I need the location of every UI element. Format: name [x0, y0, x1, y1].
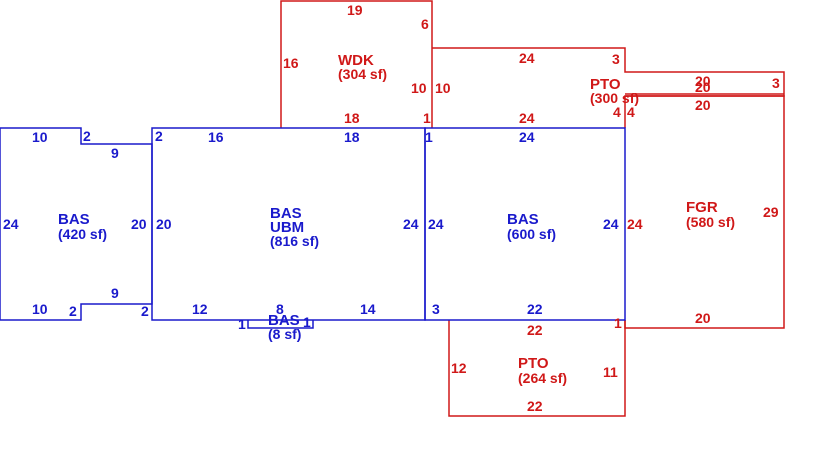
pto-top-dim: 24 [519, 110, 535, 126]
bas-left-area: (420 sf) [58, 226, 107, 242]
bas-right-name: BAS [507, 211, 539, 228]
fgr-name: FGR [686, 199, 718, 216]
wdk-outline [280, 0, 433, 128]
bas-ubm-dim: 14 [360, 301, 376, 317]
fgr-dim: 20 [695, 79, 711, 95]
bas-left-name: BAS [58, 211, 90, 228]
bas-ubm-dim: 24 [403, 216, 419, 232]
bas-ubm-dim: 2 [155, 128, 163, 144]
bas-right-dim: 24 [603, 216, 619, 232]
wdk-dim: 10 [411, 80, 427, 96]
pto-top-dim: 24 [519, 50, 535, 66]
fgr-dim: 29 [763, 204, 779, 220]
pto-top-dim: 10 [435, 80, 451, 96]
wdk-name: WDK [338, 52, 374, 69]
bas-small-area: (8 sf) [268, 326, 301, 342]
bas-left-dim: 9 [111, 285, 119, 301]
bas-left-dim: 20 [131, 216, 147, 232]
bas-right-area: (600 sf) [507, 226, 556, 242]
bas-right-outline [424, 127, 626, 321]
bas-right-dim: 1 [425, 129, 433, 145]
pto-top-dim: 4 [627, 104, 635, 120]
pto-bottom-dim: 22 [527, 398, 543, 414]
pto-bottom-outline [448, 320, 626, 417]
pto-bottom-area: (264 sf) [518, 370, 567, 386]
bas-left-dim: 24 [3, 216, 19, 232]
pto-top-dim: 3 [612, 51, 620, 67]
bas-left-dim: 10 [32, 129, 48, 145]
wdk-dim: 6 [421, 16, 429, 32]
bas-ubm-dim: 12 [192, 301, 208, 317]
bas-ubm-dim: 8 [276, 301, 284, 317]
wdk-dim: 18 [344, 110, 360, 126]
wdk-dim: 1 [423, 110, 431, 126]
pto-bottom-dim: 12 [451, 360, 467, 376]
bas-left-dim: 10 [32, 301, 48, 317]
bas-right-dim: 3 [432, 301, 440, 317]
fgr-dim: 20 [695, 73, 711, 89]
fgr-dim: 1 [614, 315, 622, 331]
bas-ubm-dim: 16 [208, 129, 224, 145]
bas-ubm-sub: UBM [270, 219, 304, 236]
bas-small-outline [247, 320, 314, 329]
fgr-dim: 3 [772, 75, 780, 91]
bas-ubm-dim: 18 [344, 129, 360, 145]
fgr-dim: 20 [695, 310, 711, 326]
wdk-dim: 19 [347, 2, 363, 18]
pto-top-dim: 4 [613, 104, 621, 120]
bas-small-dim: 1 [303, 314, 311, 330]
bas-left-dim: 2 [69, 303, 77, 319]
bas-left-dim: 2 [83, 128, 91, 144]
fgr-dim: 24 [627, 216, 643, 232]
bas-right-dim: 24 [519, 129, 535, 145]
bas-right-dim: 22 [527, 301, 543, 317]
wdk-dim: 16 [283, 55, 299, 71]
bas-small-name: BAS [268, 312, 300, 329]
bas-ubm-dim: 20 [156, 216, 172, 232]
fgr-dim: 20 [695, 97, 711, 113]
pto-bottom-dim: 22 [527, 322, 543, 338]
pto-bottom-dim: 11 [603, 364, 618, 380]
bas-ubm-name: BAS [270, 205, 302, 222]
pto-top-area: (300 sf) [590, 90, 639, 106]
pto-bottom-name: PTO [518, 355, 549, 372]
bas-ubm-area: (816 sf) [270, 233, 319, 249]
bas-right-dim: 24 [428, 216, 444, 232]
fgr-area: (580 sf) [686, 214, 735, 230]
wdk-area: (304 sf) [338, 66, 387, 82]
bas-small-dim: 1 [238, 316, 246, 332]
bas-left-dim: 9 [111, 145, 119, 161]
bas-left-dim: 2 [141, 303, 149, 319]
pto-top-name: PTO [590, 76, 621, 93]
